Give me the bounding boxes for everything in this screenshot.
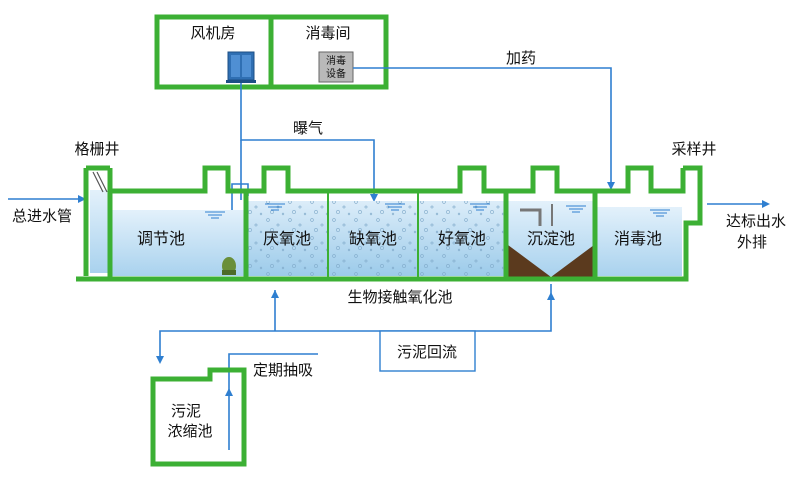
sludge-up-arrow bbox=[547, 292, 555, 300]
outlet-label-1: 达标出水 bbox=[726, 212, 786, 230]
inlet-pipe-label: 总进水管 bbox=[12, 207, 72, 225]
blower-machine-icon bbox=[226, 51, 256, 83]
sludge-to-bio-arrow bbox=[271, 290, 279, 298]
sludge-thickener-label-2: 浓缩池 bbox=[167, 422, 212, 440]
sludge-return-label: 污泥回流 bbox=[397, 343, 457, 361]
inlet-arrow bbox=[78, 195, 86, 203]
anoxic-tank-label: 缺氧池 bbox=[349, 229, 397, 248]
sludge-thickener-label-1: 污泥 bbox=[171, 402, 201, 420]
sampling-well-label: 采样井 bbox=[671, 140, 716, 158]
grille-well-label: 格栅井 bbox=[74, 140, 119, 158]
aerobic-tank-label: 好氧池 bbox=[438, 229, 486, 248]
outlet-label-2: 外排 bbox=[737, 233, 767, 251]
outlet-arrow bbox=[762, 200, 770, 208]
dosing-pipe bbox=[353, 67, 612, 188]
dosing-arrow bbox=[607, 182, 615, 190]
aeration-pipe bbox=[240, 83, 375, 200]
sludge-return-pipe bbox=[159, 284, 552, 360]
disinfection-room-label: 消毒间 bbox=[305, 24, 350, 42]
disinfection-tank-water bbox=[596, 207, 682, 276]
disinfection-tank-label: 消毒池 bbox=[614, 229, 662, 248]
regulating-tank-label: 调节池 bbox=[137, 229, 185, 248]
grille-well-water bbox=[90, 190, 108, 273]
suction-pipe bbox=[228, 353, 318, 450]
dosing-label: 加药 bbox=[506, 49, 536, 67]
sedimentation-tank-label: 沉淀池 bbox=[527, 229, 575, 248]
aeration-bubbles bbox=[247, 201, 505, 276]
aeration-label: 曝气 bbox=[293, 119, 323, 137]
tank-walls bbox=[76, 165, 703, 282]
sedimentation-baffle bbox=[520, 208, 542, 226]
sludge-to-thickener-arrow bbox=[156, 356, 164, 364]
suction-arrow bbox=[225, 388, 233, 396]
sludge-thickener-wall bbox=[150, 367, 247, 467]
tank-top-slab bbox=[107, 165, 686, 194]
sludge-return-box bbox=[379, 330, 476, 372]
lift-pump-icon bbox=[222, 257, 236, 275]
sludge-hopper bbox=[508, 245, 594, 277]
grille-screen-icon bbox=[92, 171, 108, 193]
blower-room-label: 风机房 bbox=[190, 24, 235, 42]
disinfection-device-label-1: 消毒 bbox=[326, 54, 346, 67]
periodic-suction-label: 定期抽吸 bbox=[253, 361, 313, 379]
equipment-building: 风机房 消毒间 消毒 设备 bbox=[154, 14, 389, 90]
pipes bbox=[8, 67, 770, 450]
disinfection-device-label-2: 设备 bbox=[326, 67, 346, 80]
water-level-marks bbox=[205, 203, 670, 219]
anaerobic-tank-label: 厌氧池 bbox=[263, 229, 311, 248]
main-tank-outline bbox=[76, 165, 703, 282]
disinfection-device: 消毒 设备 bbox=[318, 51, 354, 83]
bio-contact-tank-label: 生物接触氧化池 bbox=[347, 288, 452, 306]
aeration-arrow bbox=[370, 194, 378, 202]
